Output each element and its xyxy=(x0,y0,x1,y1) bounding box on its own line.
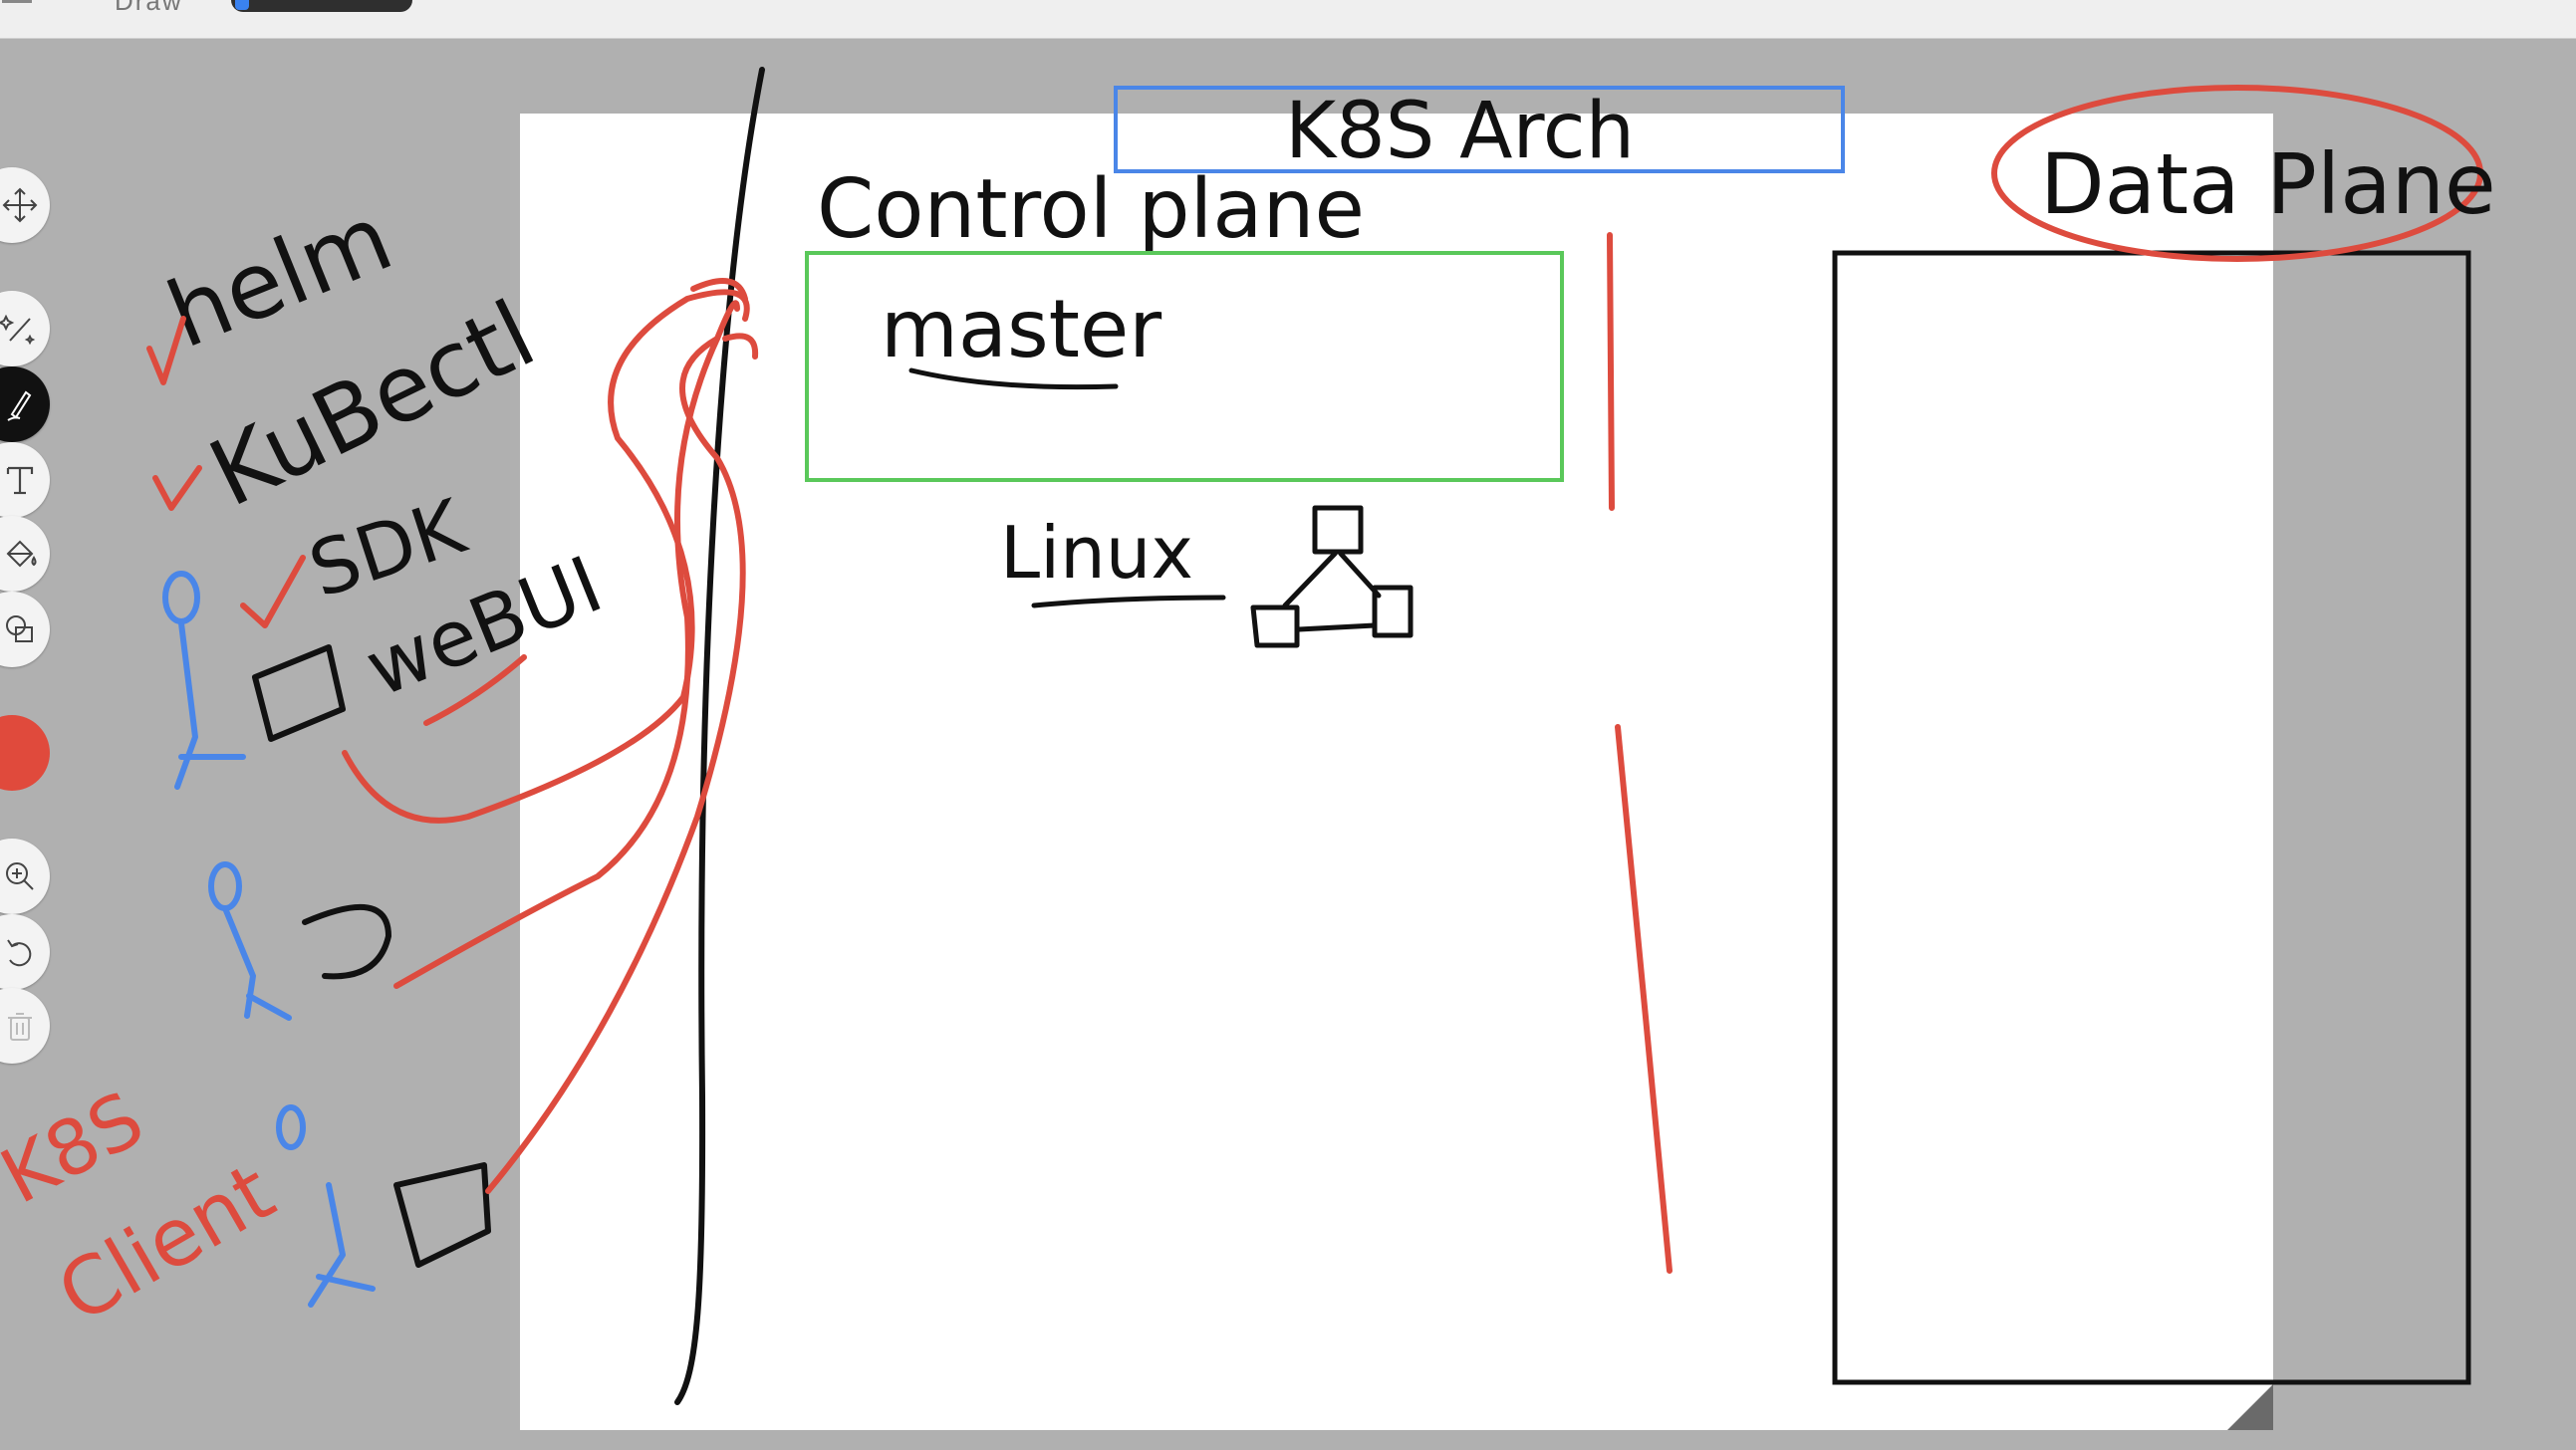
magic-pen-tool-button[interactable] xyxy=(0,291,50,366)
client-sdk: SDK xyxy=(299,481,476,614)
tool-palette xyxy=(0,0,60,1450)
client-group-label-line2: Client xyxy=(43,1145,289,1340)
trash-icon xyxy=(8,1013,32,1041)
client-helm: helm xyxy=(153,184,405,368)
text-icon xyxy=(6,466,34,495)
move-icon xyxy=(2,187,38,223)
zoom-tool-button[interactable] xyxy=(0,839,50,914)
undo-icon xyxy=(7,939,32,967)
shapes-tool-button[interactable] xyxy=(0,592,50,667)
top-bar: Draw xyxy=(0,0,2576,39)
pen-tool-button[interactable] xyxy=(0,366,50,442)
page-corner-fold xyxy=(2227,1384,2273,1430)
magic-pen-icon xyxy=(0,314,36,346)
client-kubectl: KuBectl xyxy=(194,281,551,528)
stroke-width-slider[interactable] xyxy=(231,0,412,12)
paint-bucket-icon xyxy=(6,540,37,568)
mode-label: Draw xyxy=(115,0,183,16)
drawing-canvas[interactable] xyxy=(520,114,2273,1430)
menu-icon[interactable] xyxy=(2,0,34,10)
shapes-icon xyxy=(6,615,33,642)
pen-icon xyxy=(7,390,32,421)
undo-tool-button[interactable] xyxy=(0,914,50,990)
client-boxes xyxy=(252,644,491,1268)
slider-knob[interactable] xyxy=(235,0,249,10)
delete-tool-button[interactable] xyxy=(0,988,50,1064)
check-marks xyxy=(146,316,527,726)
move-tool-button[interactable] xyxy=(0,167,50,243)
color-swatch-button[interactable] xyxy=(0,715,50,791)
text-tool-button[interactable] xyxy=(0,442,50,518)
fill-tool-button[interactable] xyxy=(0,516,50,592)
zoom-in-icon xyxy=(6,862,34,890)
user-figures xyxy=(162,571,376,1308)
